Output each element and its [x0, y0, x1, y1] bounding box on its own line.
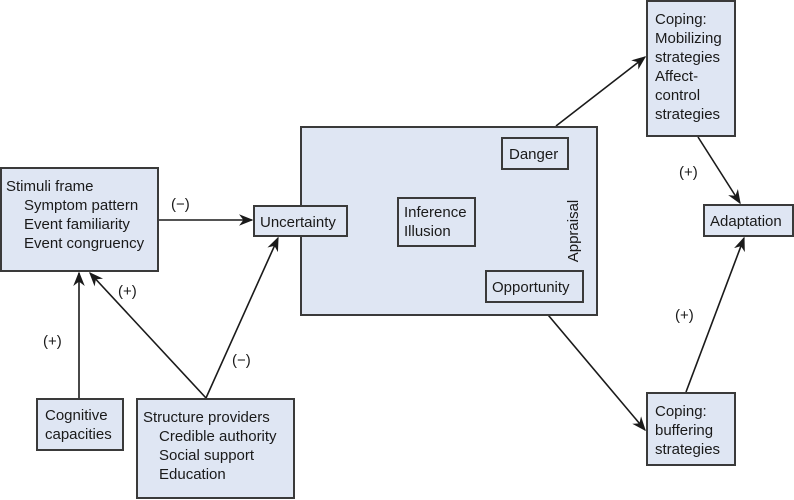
edge-appraisal-to-mobilizing [555, 56, 647, 127]
coping-line: Mobilizing [655, 30, 722, 47]
cognitive-capacities-box: Cognitive capacities [36, 398, 124, 451]
edge-mobilizing-to-adaptation [697, 136, 741, 205]
adaptation-label: Adaptation [710, 213, 782, 230]
coping-line: control [655, 87, 701, 104]
inference-illusion-box: Inference Illusion [397, 197, 476, 247]
structure-item: Credible authority [159, 428, 277, 445]
danger-label: Danger [509, 146, 559, 163]
edge-structure-to-stimuli [89, 271, 207, 399]
coping-line: buffering [655, 422, 714, 439]
structure-item: Education [159, 466, 226, 483]
edge-label-cognitive-stimuli: (+) [43, 333, 62, 350]
edge-label-mobilizing-adaptation: (+) [679, 164, 698, 181]
adaptation-box: Adaptation [703, 204, 794, 237]
opportunity-label: Opportunity [492, 279, 570, 296]
cognitive-line: Cognitive [45, 407, 108, 424]
edge-label-structure-stimuli: (+) [118, 283, 137, 300]
appraisal-label: Appraisal [565, 199, 582, 263]
opportunity-box: Opportunity [485, 270, 584, 303]
edge-label-buffering-adaptation: (+) [675, 307, 694, 324]
edge-opportunity-to-buffering [537, 302, 646, 432]
structure-item: Social support [159, 447, 255, 464]
uncertainty-box: Uncertainty [253, 205, 348, 237]
coping-line: strategies [655, 106, 721, 123]
structure-providers-title: Structure providers [143, 409, 270, 426]
stimuli-item: Symptom pattern [24, 197, 139, 214]
coping-line: strategies [655, 49, 721, 66]
edge-label-structure-uncertainty: (−) [232, 352, 251, 369]
coping-line: strategies [655, 441, 721, 458]
edge-buffering-to-adaptation [685, 236, 745, 393]
stimuli-frame-box: Stimuli frame Symptom pattern Event fami… [0, 167, 159, 272]
cognitive-line: capacities [45, 426, 112, 443]
edge-structure-to-uncertainty [205, 236, 279, 399]
coping-mobilizing-box: Coping: Mobilizing strategies Affect- co… [646, 0, 736, 137]
structure-providers-box: Structure providers Credible authority S… [136, 398, 295, 499]
coping-line: Affect- [655, 68, 699, 85]
coping-buffering-box: Coping: buffering strategies [646, 392, 736, 466]
inference-label: Inference [404, 204, 467, 221]
stimuli-frame-title: Stimuli frame [6, 178, 94, 195]
danger-box: Danger [501, 137, 569, 170]
coping-line: Coping: [655, 11, 707, 28]
edge-label-stimuli-uncertainty: (−) [171, 196, 190, 213]
uncertainty-label: Uncertainty [260, 214, 336, 231]
stimuli-item: Event familiarity [24, 216, 130, 233]
coping-line: Coping: [655, 403, 707, 420]
stimuli-item: Event congruency [24, 235, 145, 252]
illusion-label: Illusion [404, 223, 451, 240]
